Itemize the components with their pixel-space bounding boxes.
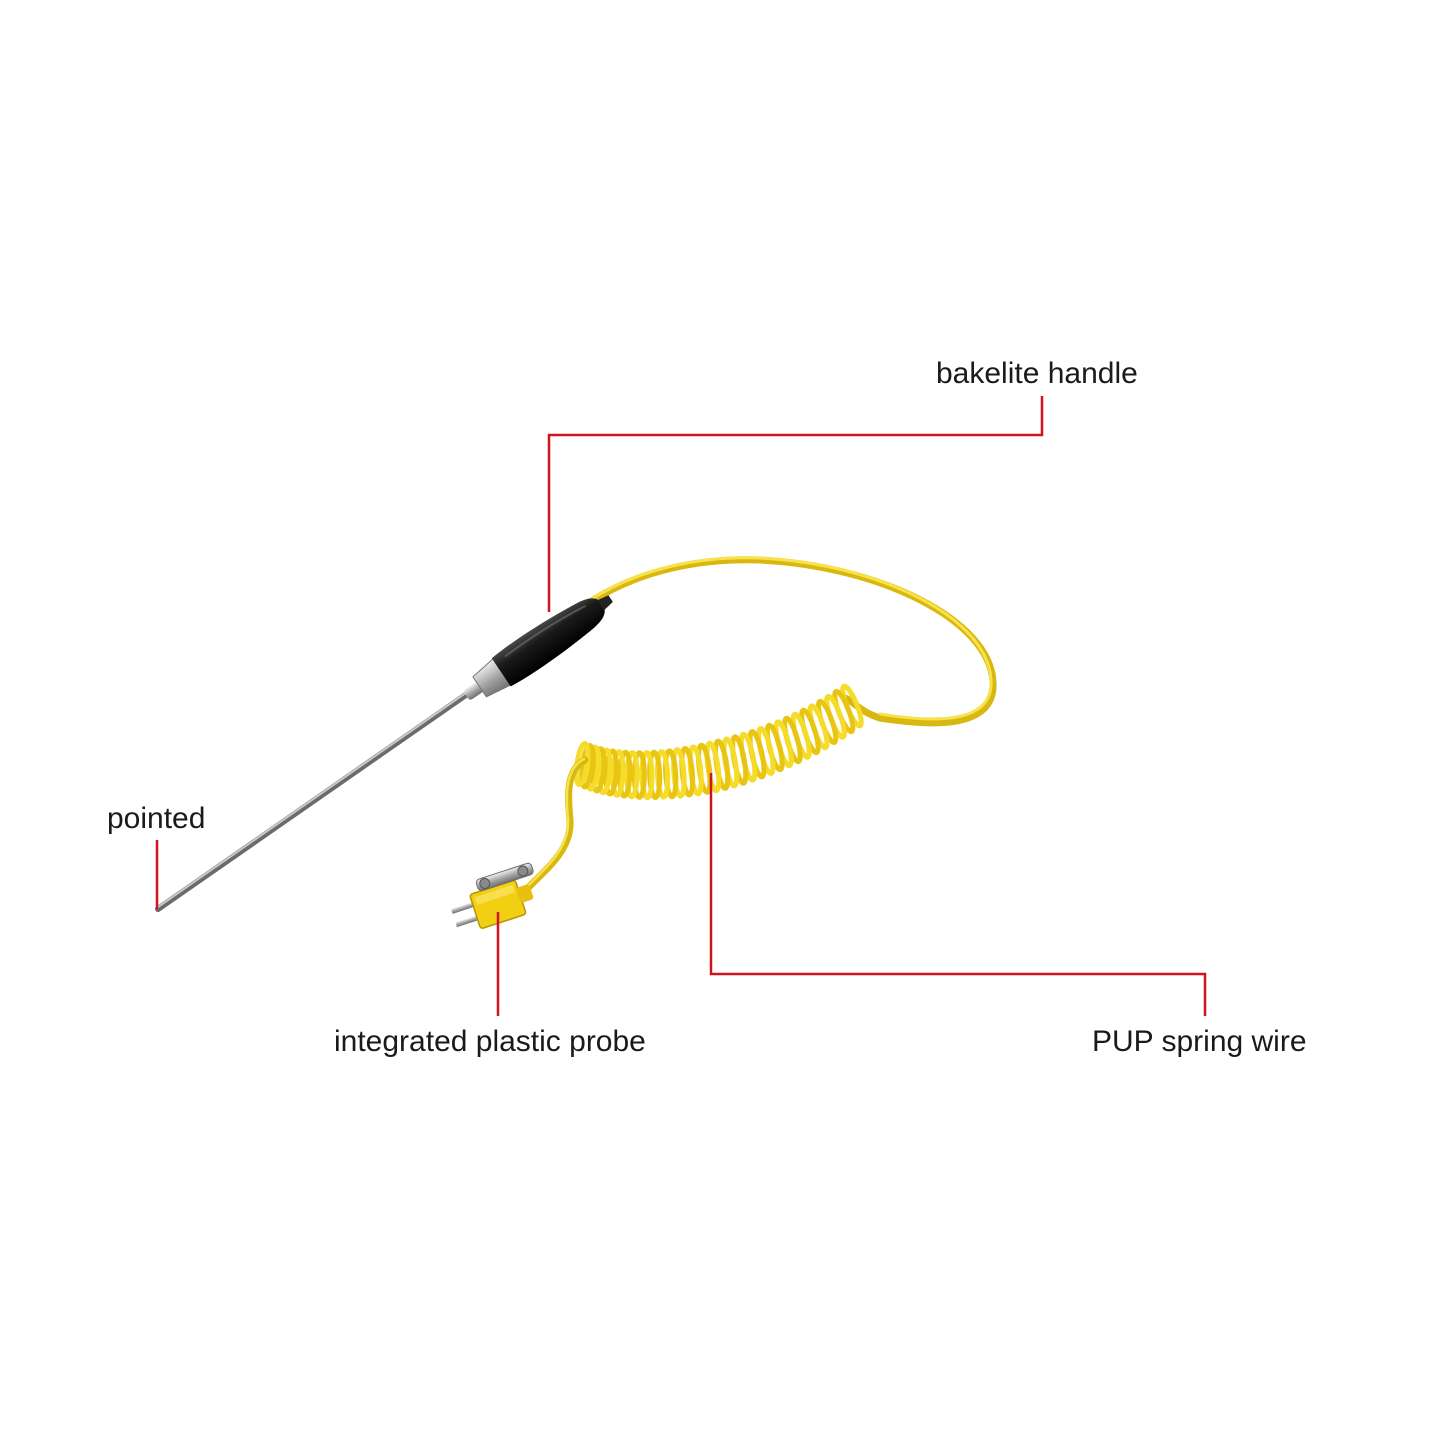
coil-turn bbox=[624, 750, 640, 800]
steel-rod bbox=[155, 689, 473, 912]
leader-lines bbox=[155, 396, 1207, 1016]
leader-bakelite-handle bbox=[547, 396, 1044, 612]
coil-turn bbox=[631, 750, 647, 800]
coil-turn bbox=[610, 749, 626, 798]
spring-coil bbox=[573, 683, 864, 801]
label-integrated-plastic-probe: integrated plastic probe bbox=[334, 1025, 646, 1058]
probe-illustration bbox=[155, 556, 997, 929]
label-bakelite-handle: bakelite handle bbox=[936, 357, 1138, 390]
cable-loop bbox=[586, 556, 997, 727]
coil-turn bbox=[603, 748, 619, 797]
mini-connector bbox=[451, 862, 534, 929]
coil-turn bbox=[617, 749, 633, 799]
leader-pup-spring-wire bbox=[709, 773, 1207, 1016]
label-pointed: pointed bbox=[107, 802, 205, 835]
bakelite-handle bbox=[464, 595, 613, 700]
cable-to-connector bbox=[524, 756, 589, 892]
label-pup-spring-wire: PUP spring wire bbox=[1092, 1025, 1307, 1058]
